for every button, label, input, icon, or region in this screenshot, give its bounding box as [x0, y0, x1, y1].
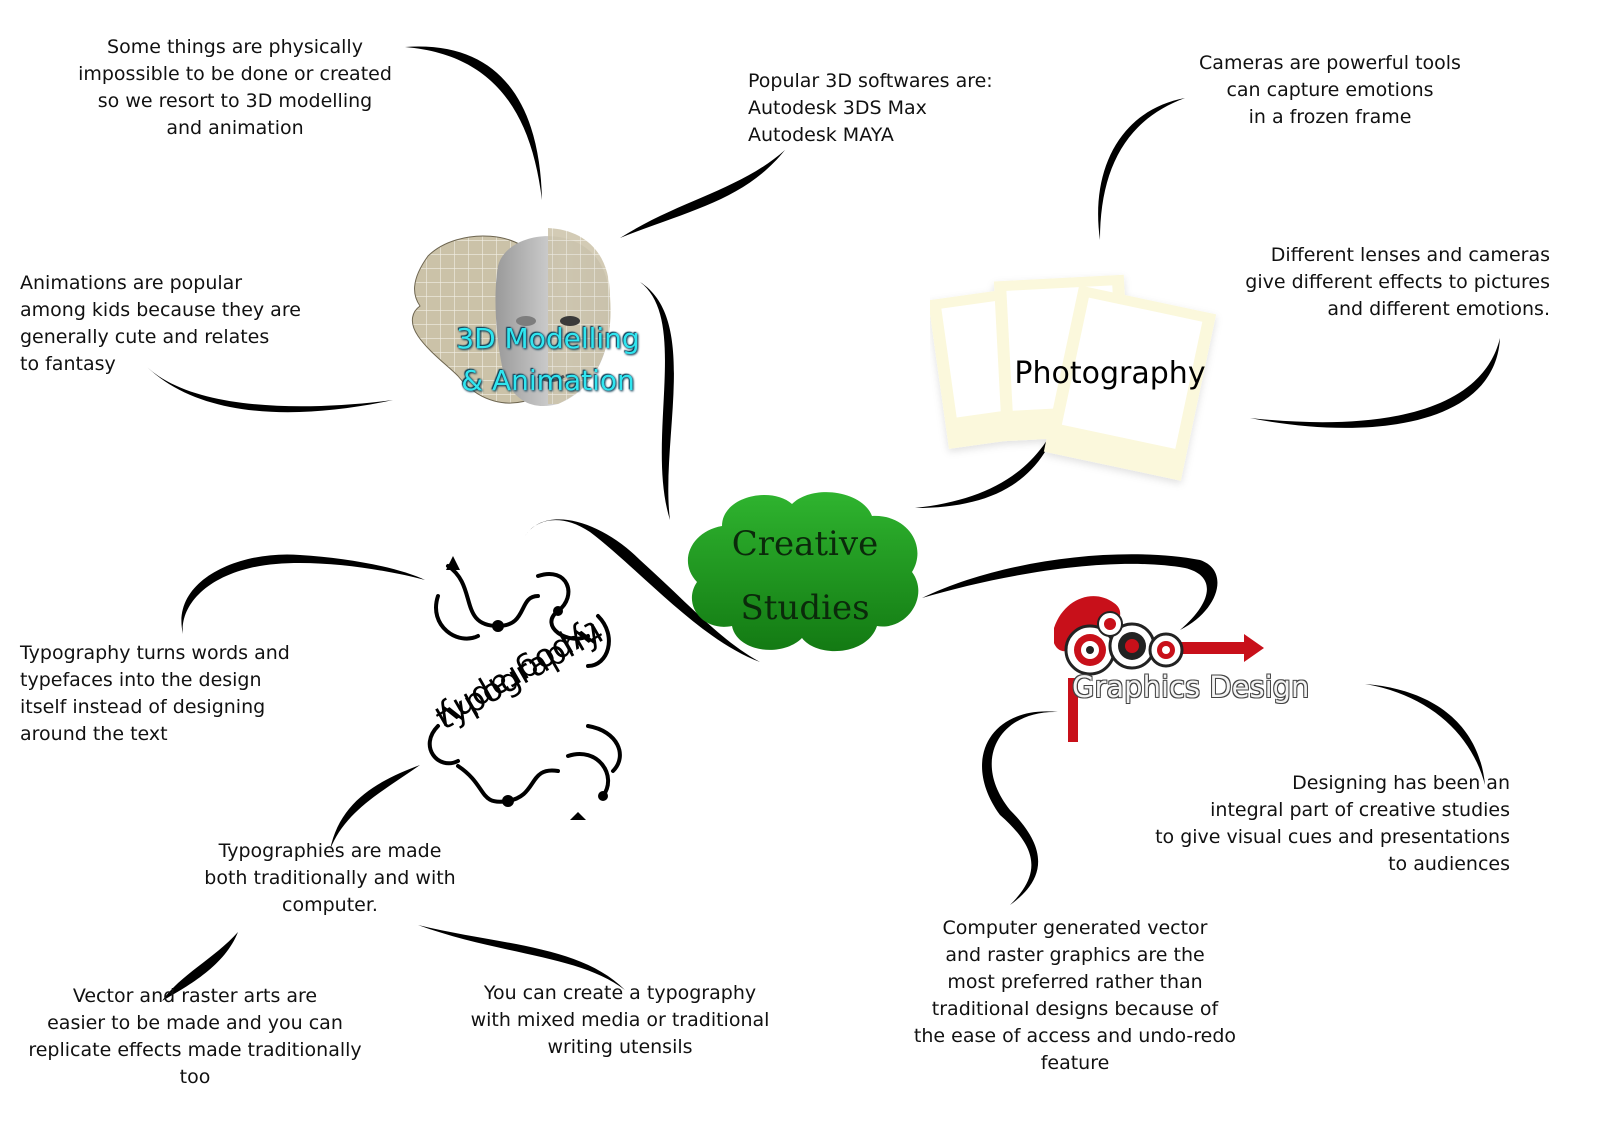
- note-typographies-made: Typographies are made both traditionally…: [204, 840, 456, 916]
- note-lenses: Different lenses and cameras give differ…: [1245, 244, 1550, 320]
- note-mixed-media: You can create a typography with mixed m…: [470, 982, 770, 1058]
- note-typography-turns-words: Typography turns words and typefaces int…: [20, 642, 290, 745]
- ornament-swirls-icon: [427, 556, 622, 820]
- modelling-animation-node: 3D Modelling & Animation: [398, 226, 658, 426]
- central-node: Creative Studies: [682, 486, 928, 658]
- note-computer-generated: Computer generated vector and raster gra…: [913, 917, 1237, 1074]
- modelling-animation-title: 3D Modelling & Animation: [456, 322, 640, 397]
- connector-modelling-softwares: [620, 150, 785, 238]
- note-cameras: Cameras are powerful tools can capture e…: [1199, 52, 1461, 128]
- graphics-design-title: Graphics Design: [1072, 670, 1310, 704]
- photography-title: Photography: [1014, 356, 1206, 391]
- target-circles-icon: [1054, 596, 1264, 742]
- connector-typography-turns: [181, 554, 425, 634]
- note-designing-integral: Designing has been an integral part of c…: [1155, 772, 1510, 875]
- wireframe-head-icon: [411, 228, 611, 407]
- connector-graphics-computer: [982, 711, 1058, 905]
- note-animation-popular: Animations are popular among kids becaus…: [20, 272, 301, 375]
- note-3d-softwares: Popular 3D softwares are: Autodesk 3DS M…: [748, 70, 993, 146]
- graphics-design-node: Graphics Design: [1054, 588, 1314, 748]
- note-physically-impossible: Some things are physically impossible to…: [78, 36, 392, 139]
- photo-frames-icon: [930, 274, 1217, 481]
- central-title: Creative Studies: [731, 524, 879, 628]
- cloud-shape: [687, 492, 919, 652]
- connector-photo-lenses: [1250, 338, 1500, 428]
- photography-node: Photography: [930, 262, 1250, 492]
- note-vector-raster: Vector and raster arts are easier to be …: [28, 985, 362, 1088]
- typography-node: typography typography: [418, 556, 638, 820]
